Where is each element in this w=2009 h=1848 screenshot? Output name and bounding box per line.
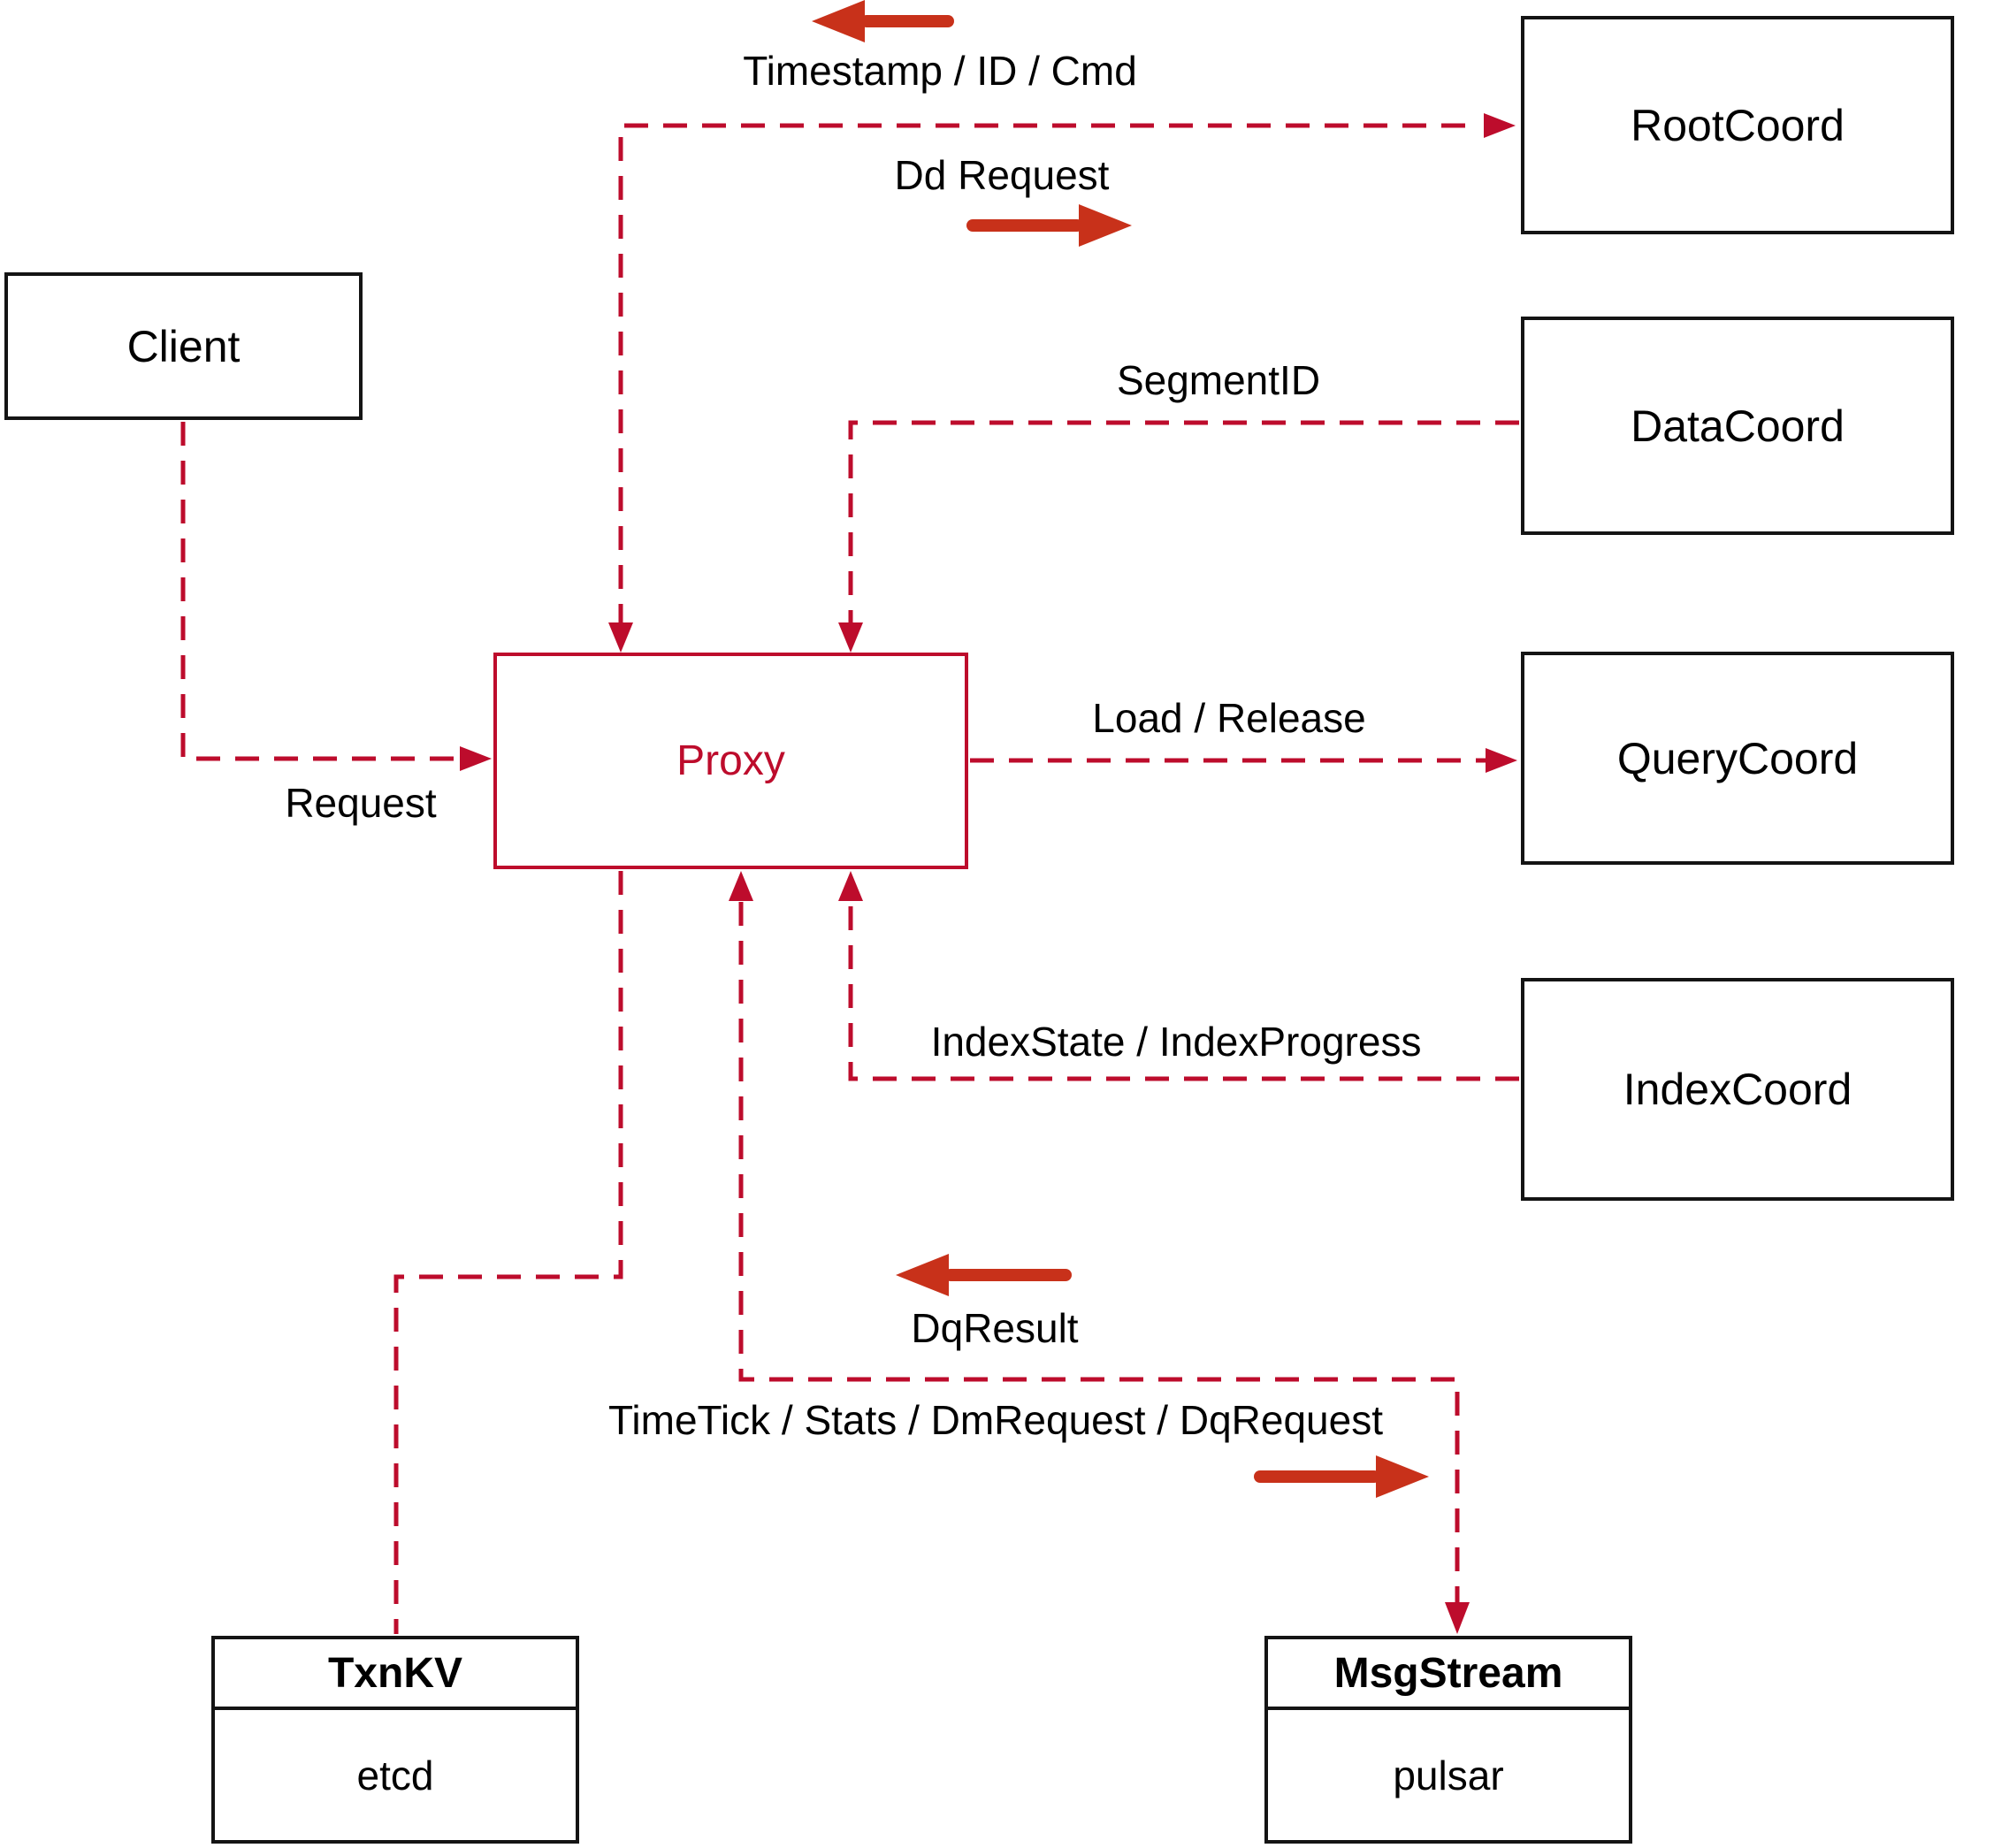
arrowhead-into-proxy-bottom-middle [729,871,753,901]
direction-arrow-left-timestamp-icon [812,0,954,42]
indexcoord-label: IndexCoord [1623,1065,1852,1114]
msgstream-impl: pulsar [1393,1752,1504,1798]
edge-indexcoord-proxy [848,902,1519,1081]
dq-result-label: DqResult [911,1305,1079,1351]
proxy-node: Proxy [493,653,968,869]
index-state-progress-label: IndexState / IndexProgress [930,1019,1422,1065]
querycoord-node: QueryCoord [1521,652,1954,865]
request-label: Request [285,780,437,826]
timestamp-id-cmd-label: Timestamp / ID / Cmd [743,48,1137,94]
segment-id-label: SegmentID [1116,357,1321,403]
txnkv-title: TxnKV [215,1639,576,1710]
dd-request-label: Dd Request [894,152,1110,198]
edge-client-proxy [180,422,458,761]
msgstream-title: MsgStream [1268,1639,1629,1710]
edge-proxy-txnkv [393,871,623,1634]
arrowhead-into-proxy-top-right [838,622,863,653]
datacoord-label: DataCoord [1631,401,1845,451]
arrowhead-into-proxy-bottom-right [838,871,863,901]
arrowhead-into-msgstream [1445,1602,1470,1634]
txnkv-node: TxnKV etcd [211,1636,579,1844]
proxy-label: Proxy [676,737,785,784]
querycoord-label: QueryCoord [1616,733,1859,783]
arrowhead-into-querycoord [1486,748,1517,773]
rootcoord-node: RootCoord [1521,16,1954,234]
rootcoord-label: RootCoord [1631,100,1845,150]
msgstream-node: MsgStream pulsar [1264,1636,1632,1844]
arrowhead-into-proxy-left [460,746,492,771]
indexcoord-node: IndexCoord [1521,978,1954,1201]
edge-proxy-msgstream [738,902,1460,1602]
arrowhead-into-rootcoord [1484,113,1516,138]
arrowhead-into-proxy-top-left [608,622,633,653]
direction-arrow-right-dd-request-icon [966,204,1132,247]
client-label: Client [126,321,241,371]
client-node: Client [4,272,363,420]
txnkv-impl: etcd [356,1752,434,1798]
time-tick-stats-label: TimeTick / Stats / DmRequest / DqRequest [608,1397,1383,1443]
edge-proxy-rootcoord [618,123,1478,628]
load-release-label: Load / Release [1092,695,1366,741]
edge-datacoord-proxy [848,420,1519,628]
direction-arrow-right-time-tick-icon [1254,1455,1429,1498]
direction-arrow-left-dq-result-icon [896,1254,1072,1296]
datacoord-node: DataCoord [1521,317,1954,535]
